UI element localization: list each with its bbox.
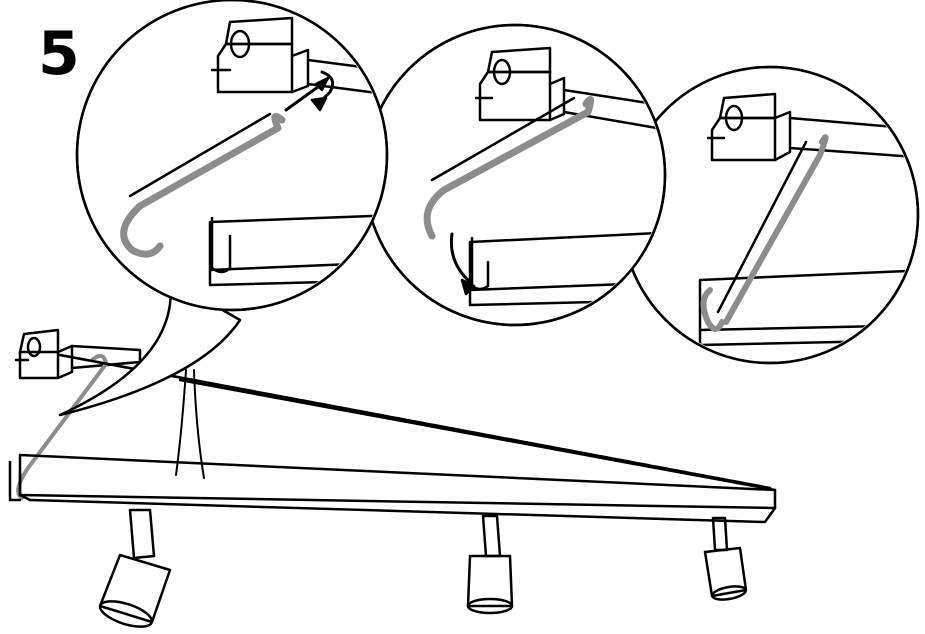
rail-clip-small xyxy=(8,460,22,502)
spotlight-left xyxy=(98,508,172,628)
step-number: 5 xyxy=(38,19,80,89)
power-cable xyxy=(175,369,205,479)
spotlight-right xyxy=(703,516,748,601)
spotlight-middle xyxy=(466,514,514,615)
main-scene xyxy=(8,328,777,628)
light-rail xyxy=(18,353,777,524)
callout-1-hook-into-ceiling-bracket xyxy=(58,0,389,417)
callout-2-hook-into-rail-clip xyxy=(363,23,667,327)
callout-tail xyxy=(58,278,242,417)
hook-small xyxy=(16,353,108,500)
ceiling-bracket-small xyxy=(14,328,142,380)
callout-3-hook-installed xyxy=(620,65,920,365)
